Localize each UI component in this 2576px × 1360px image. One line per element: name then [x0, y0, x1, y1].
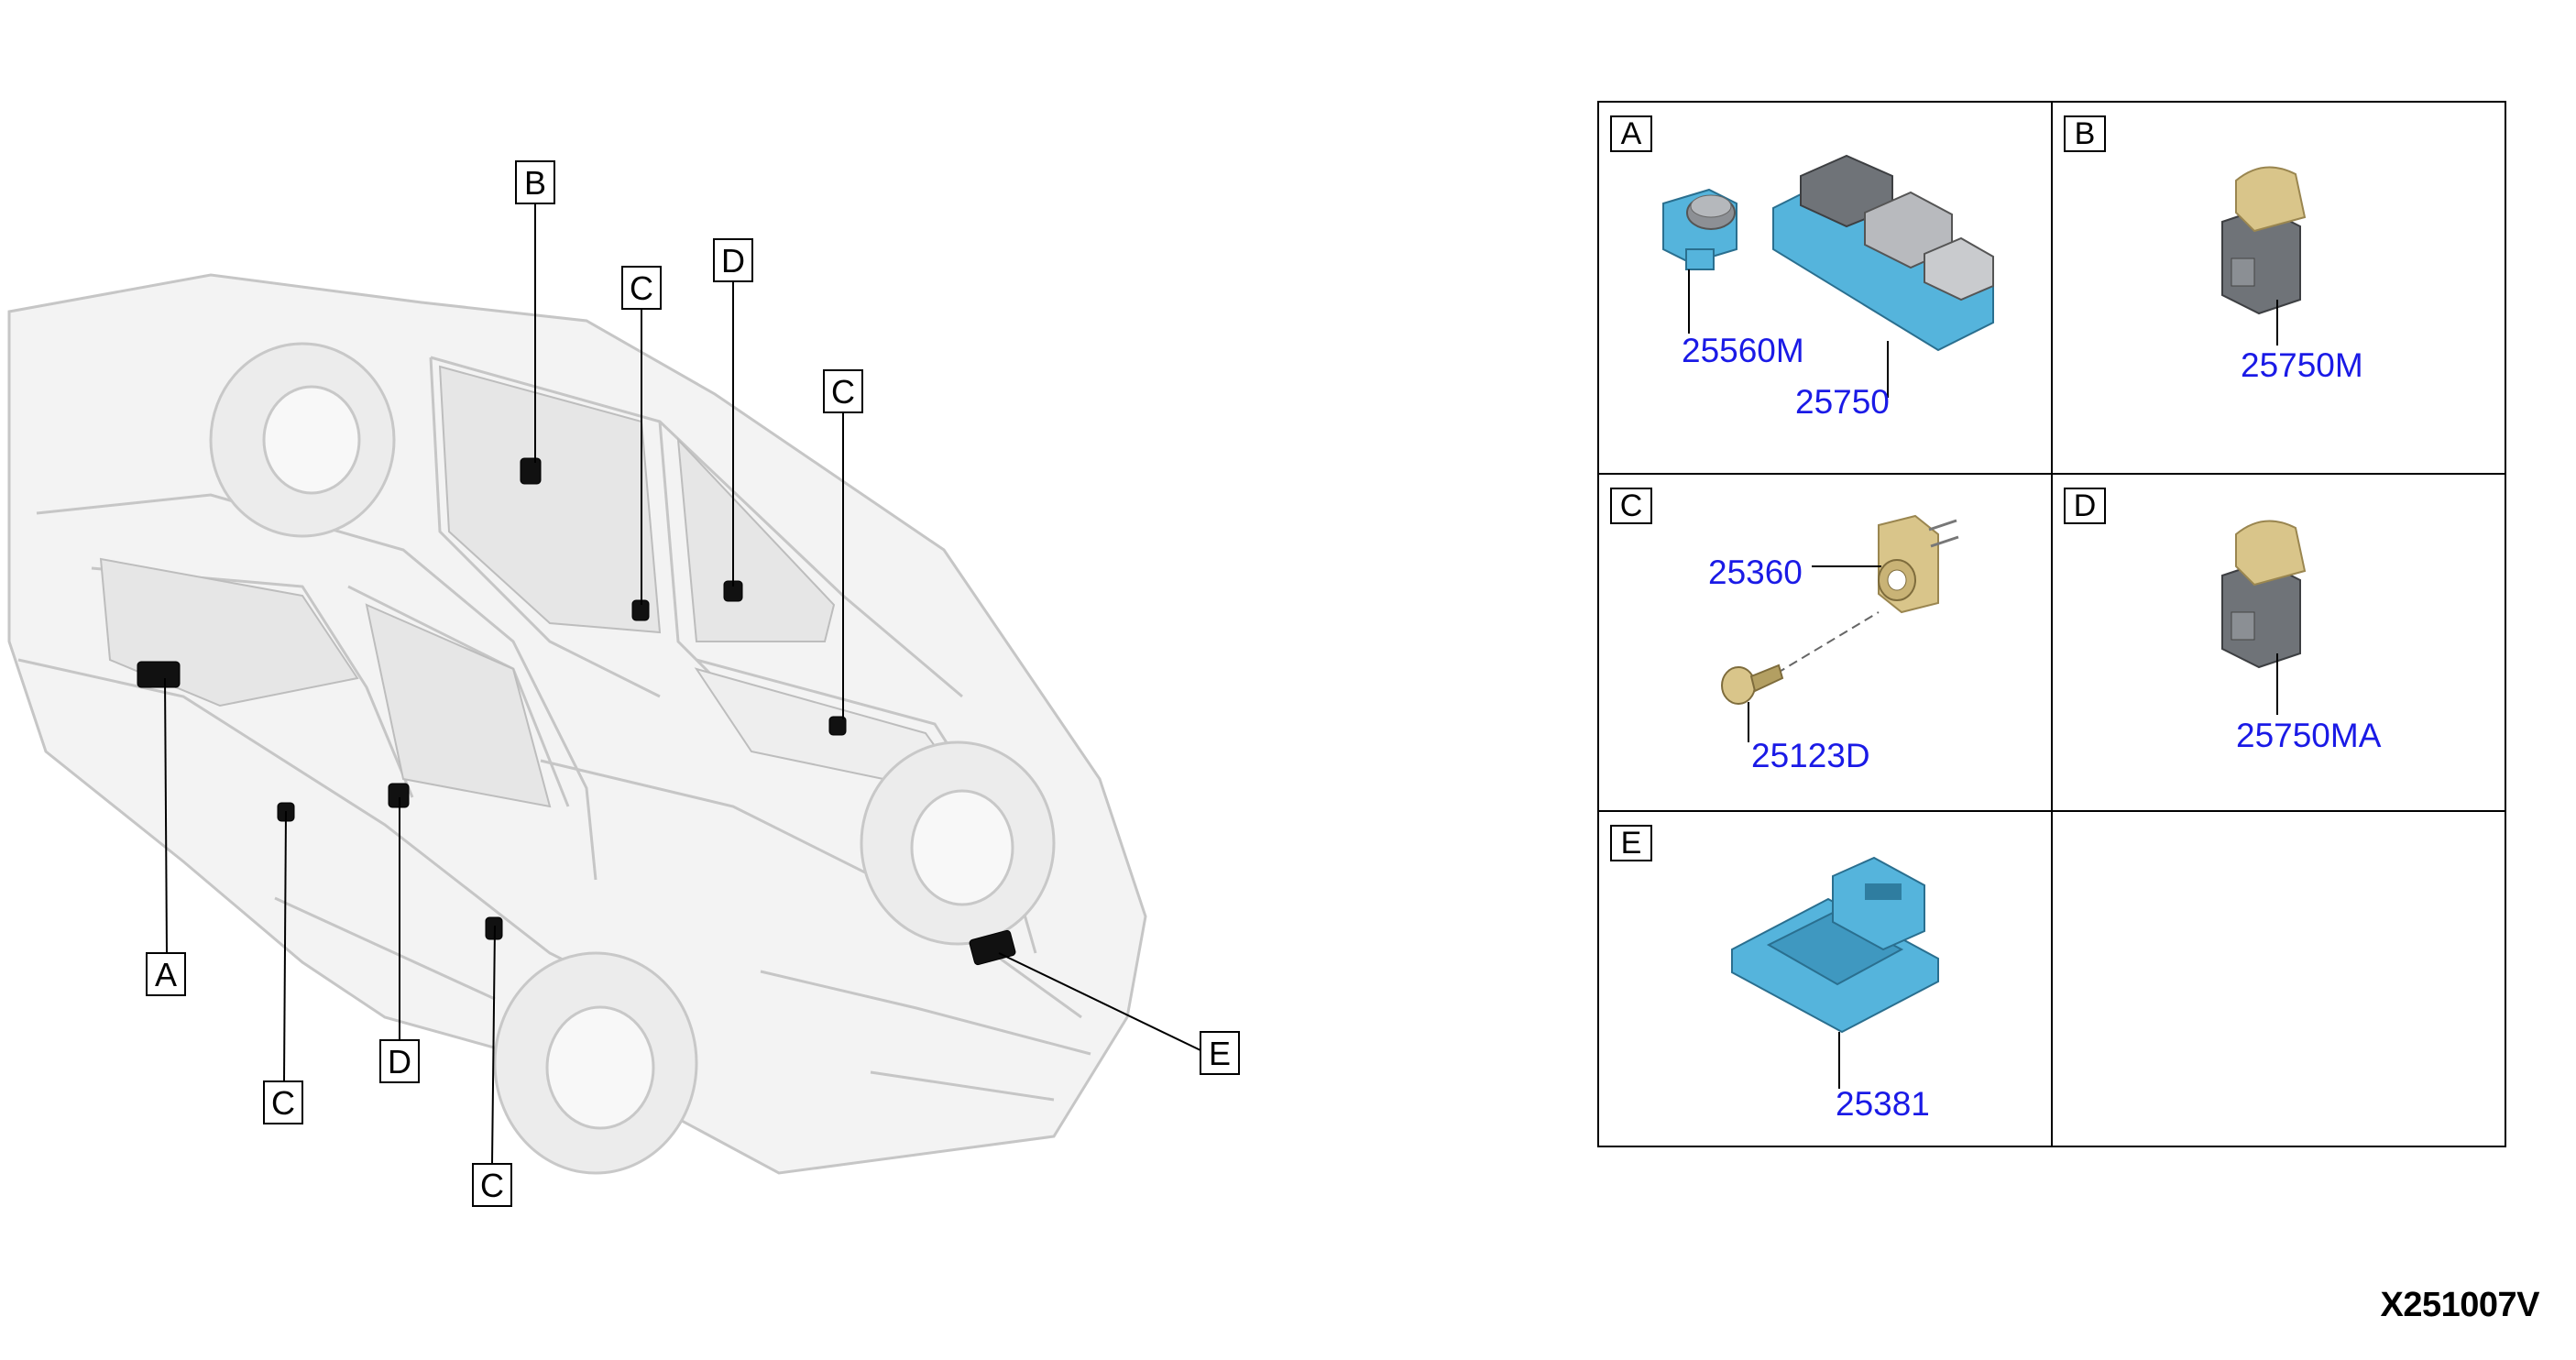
part-number-25123d: 25123D: [1751, 737, 1870, 774]
callout-b: B: [524, 164, 546, 202]
panel-empty: [2053, 812, 2506, 1147]
panel-c-letter: C: [1610, 488, 1652, 524]
window-switch-icon: [1772, 154, 1994, 352]
trunk-opener-switch-icon: [1731, 856, 1939, 1089]
callout-d-lower: D: [388, 1043, 411, 1080]
marker-b: [520, 457, 542, 485]
door-switch-body-icon: [1878, 514, 1959, 614]
panel-a: A 25560M 25750: [1599, 103, 2053, 475]
panel-a-letter: A: [1610, 115, 1652, 152]
car-illustration: B C D C A C D C E: [7, 160, 1240, 1207]
panel-c: C 25360 25123D: [1599, 475, 2053, 812]
mirror-switch-icon: [1662, 188, 1737, 270]
power-window-switch-icon: [2221, 166, 2307, 345]
door-switch-icon: [1721, 514, 1959, 742]
power-window-switch-rear-icon: [2221, 520, 2307, 715]
panel-d-letter: D: [2064, 488, 2106, 524]
marker-a: [137, 661, 181, 688]
callout-c-lower: C: [480, 1167, 504, 1204]
callout-a: A: [155, 956, 177, 993]
part-number-25750: 25750: [1795, 383, 1890, 421]
part-number-25381: 25381: [1836, 1085, 1930, 1123]
part-number-25750ma: 25750MA: [2236, 717, 2382, 754]
callout-c-upper-right: C: [831, 373, 855, 411]
panel-b-letter: B: [2064, 115, 2106, 152]
panel-e-letter: E: [1610, 825, 1652, 861]
part-number-25360: 25360: [1708, 554, 1803, 591]
callout-boxes: [146, 160, 1240, 1207]
reference-code: X251007V: [2380, 1286, 2540, 1324]
part-number-25560m: 25560M: [1682, 332, 1804, 369]
car-wheels: [209, 342, 1056, 1175]
panel-b: B 25750M: [2053, 103, 2506, 475]
switch-assembly-icon: [1662, 154, 1994, 398]
bolt-icon: [1721, 664, 1784, 705]
part-number-25750m: 25750M: [2241, 346, 2363, 384]
callout-leaders: [164, 203, 1201, 1165]
callout-c-lower-left: C: [271, 1084, 295, 1122]
panel-e: E 25381: [1599, 812, 2053, 1147]
callout-letters: B C D C A C D C E: [155, 164, 1231, 1204]
marker-c-upper-right: [828, 716, 847, 736]
callout-e: E: [1209, 1035, 1231, 1072]
callout-c-upper-left: C: [630, 269, 653, 307]
panel-d: D 25750MA: [2053, 475, 2506, 812]
callout-d-upper: D: [721, 242, 745, 280]
parts-grid: A 25560M 25750 B: [1597, 101, 2506, 1147]
